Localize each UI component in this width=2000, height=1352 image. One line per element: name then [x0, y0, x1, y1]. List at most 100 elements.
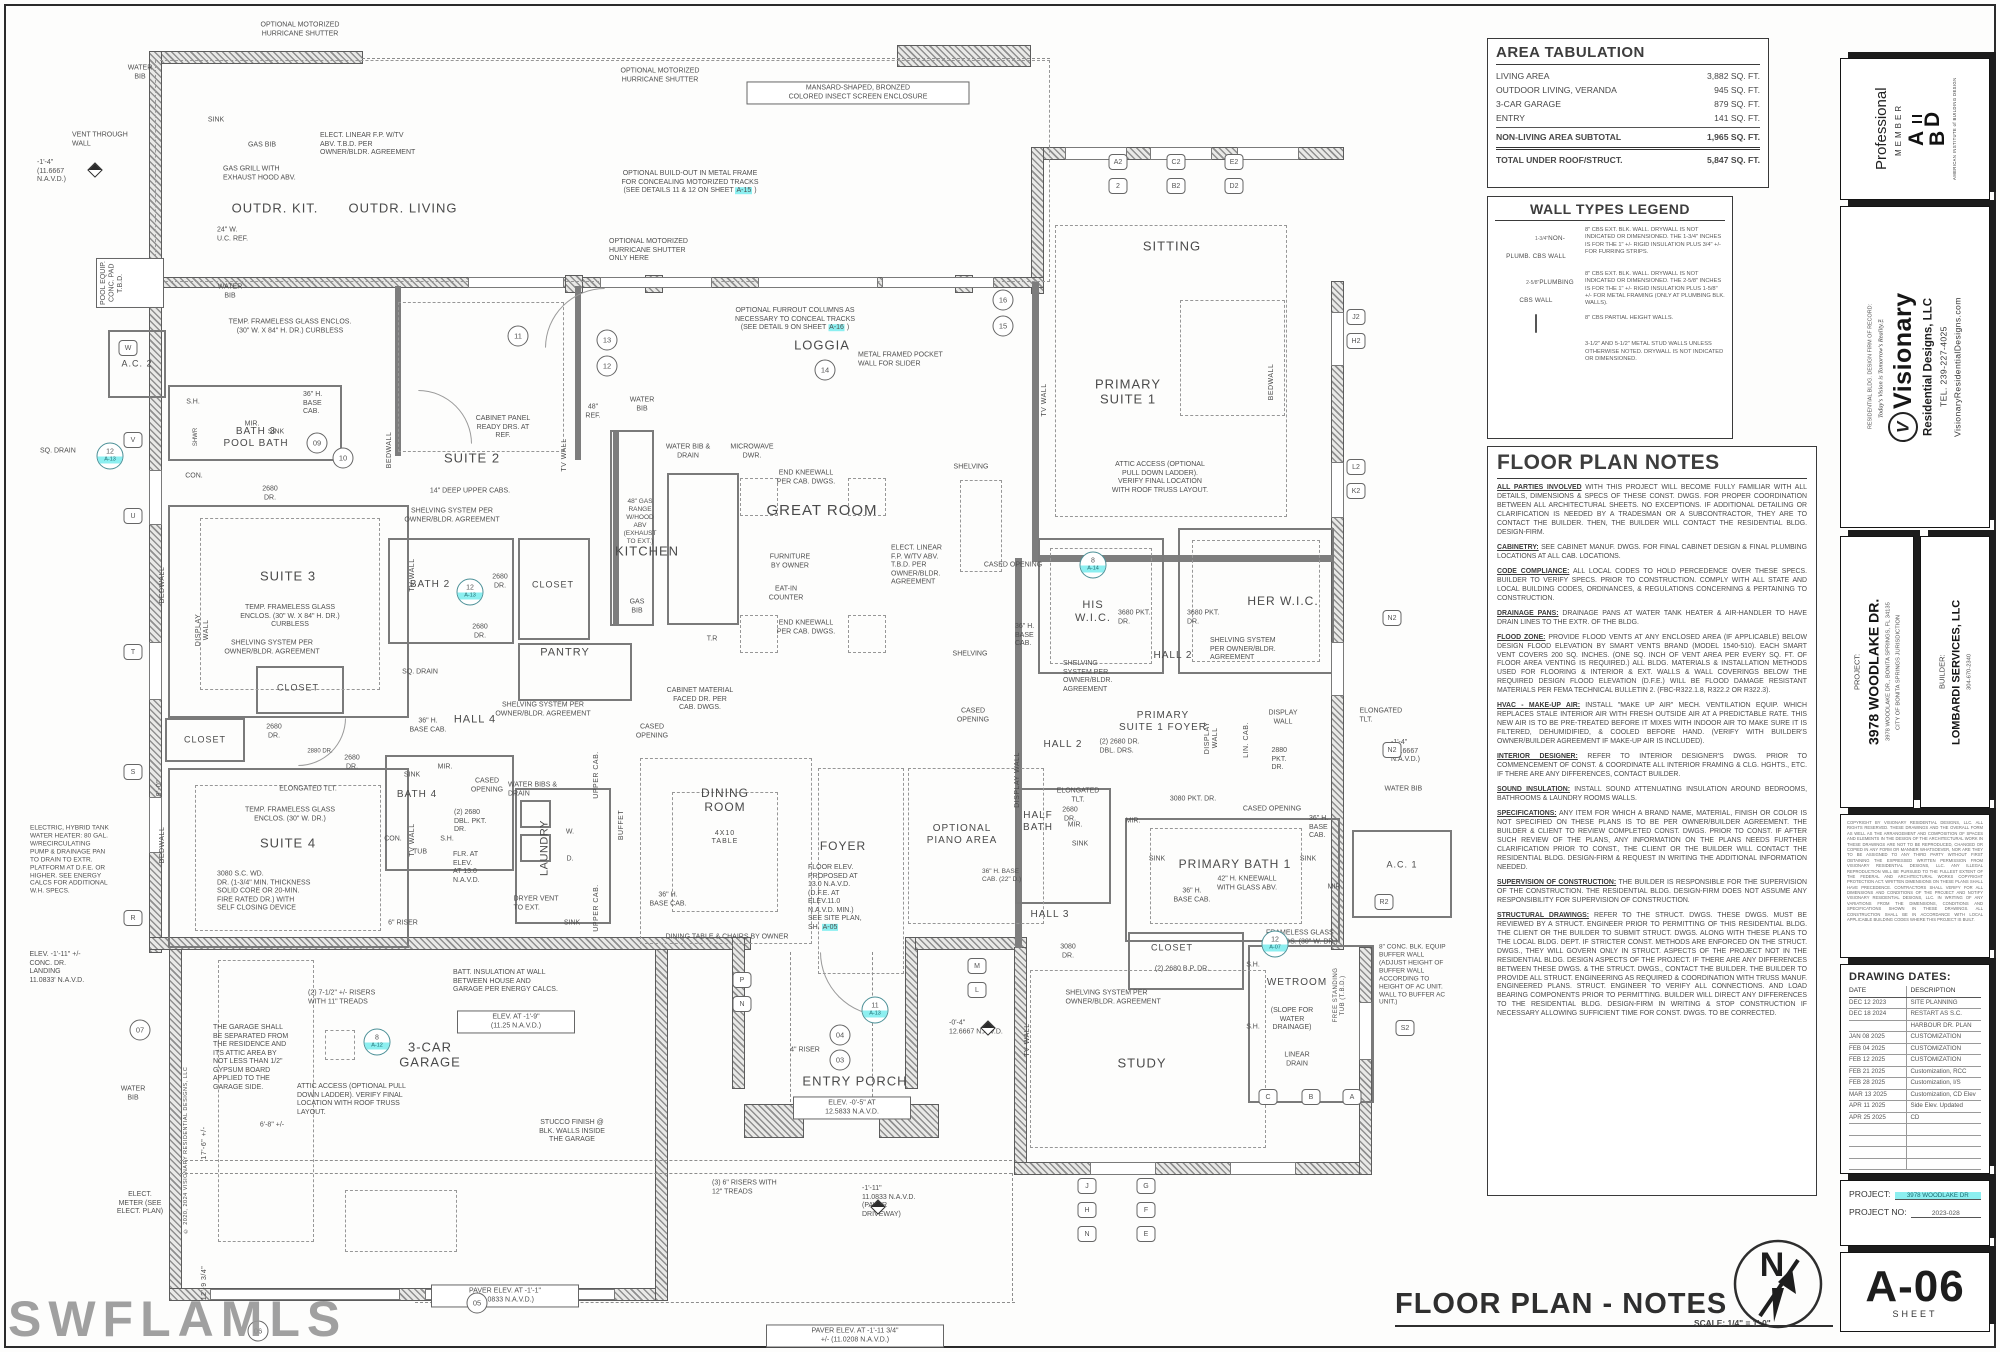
floor-plan-note: SPECIFICATIONS: ANY ITEM FOR WHICH A BRA… — [1497, 810, 1807, 871]
annotation: 6'-8" +/- — [259, 1121, 285, 1129]
room-label: DISPLAY WALL — [1203, 721, 1219, 755]
dashed-line — [180, 1173, 1012, 1174]
dashed-line — [415, 1302, 1015, 1303]
annotation: MIR. — [1327, 883, 1343, 891]
firm-of-record: RESIDENTIAL BLDG. DESIGN FIRM OF RECORD: — [1867, 304, 1874, 430]
exterior-wall — [149, 937, 751, 950]
annotation: SQ. DRAIN — [402, 668, 438, 676]
room-outline — [168, 505, 409, 718]
annotation: SINK — [207, 116, 225, 124]
drawing-dates-row — [1849, 1147, 1981, 1159]
window-tag: C — [1258, 1089, 1278, 1105]
exterior-wall — [915, 937, 1027, 950]
dashed-outline — [848, 615, 886, 653]
annotation: 4" RISER — [790, 1046, 820, 1054]
titleblock-project-no: PROJECT: 3978 WOODLAKE DR PROJECT NO: 20… — [1840, 1180, 1990, 1246]
room-outline — [388, 538, 514, 644]
window-tag: T — [123, 644, 143, 660]
room-label: HALL 4 — [453, 713, 497, 726]
exterior-wall — [169, 1288, 668, 1301]
room-label: SUITE 4 — [259, 835, 317, 851]
window-tag: D2 — [1224, 178, 1244, 194]
room-label: DINING ROOM — [701, 785, 749, 814]
window-tag: S — [123, 764, 143, 780]
room-label: CLOSET — [276, 682, 320, 693]
dashed-outline — [325, 1030, 355, 1060]
annotation: D. — [566, 855, 574, 863]
room-outline — [515, 788, 611, 924]
floor-plan-note: HVAC - MAKE-UP AIR: INSTALL "MAKE UP AIR… — [1497, 702, 1807, 746]
scale-note: SCALE: 1/4" = 1'-0" — [1694, 1318, 1771, 1328]
annotation: MIR. — [437, 763, 453, 771]
dashed-outline — [1050, 548, 1152, 664]
annotation: W. — [565, 828, 575, 836]
dashed-line — [1012, 1173, 1013, 1301]
room-label: FREE STANDING TUB (T.B.D.) — [1332, 967, 1346, 1023]
room-label: PANTRY — [540, 646, 590, 659]
dashed-line — [362, 58, 1050, 59]
drawing-dates-row: JAN 08 2025 CUSTOMIZATION — [1849, 1032, 1981, 1044]
exterior-wall — [897, 45, 1031, 67]
annotation: SINK — [1148, 855, 1166, 863]
window-tag: V — [123, 432, 143, 448]
exterior-wall — [655, 947, 668, 1301]
window — [1331, 312, 1344, 366]
builder-name: LOMBARDI SERVICES, LLC — [1950, 599, 1963, 745]
floor-plan-note: INTERIOR DESIGNER: REFER TO INTERIOR DES… — [1497, 753, 1807, 779]
window-tag: C2 — [1166, 154, 1186, 170]
room-label: LIN. CAB. — [1242, 722, 1250, 758]
window — [1331, 642, 1344, 696]
exterior-wall — [1359, 947, 1372, 1175]
annotation: CON. — [185, 472, 203, 480]
room-label: HALL 3 — [1030, 909, 1070, 921]
drawing-dates-row: FEB 12 2025 CUSTOMIZATION — [1849, 1055, 1981, 1067]
room-outline — [165, 718, 245, 762]
room-label: CLOSET — [1150, 942, 1194, 953]
exterior-wall — [1014, 947, 1027, 1175]
dashed-line — [872, 952, 873, 1102]
annotation: WATER BIBS &DRAIN — [508, 781, 558, 797]
wall-legend-entry: 8" CBS PARTIAL HEIGHT WALLS. — [1495, 314, 1725, 334]
room-label: A.C. 2 — [121, 358, 153, 369]
annotation: 36" H.BASE CAB. — [649, 891, 687, 907]
annotation: TEMP. FRAMELESS GLASS ENCLOS.(30" W. X 8… — [228, 318, 352, 334]
room-outline — [520, 834, 551, 862]
project-no-value: 2023-028 — [1910, 1210, 1981, 1218]
annotation: SINK — [267, 428, 285, 436]
project-no-label: PROJECT NO: — [1849, 1207, 1907, 1217]
room-label: BATH 2 — [409, 579, 451, 591]
floor-plan-notes-title: FLOOR PLAN NOTES — [1497, 451, 1807, 479]
annotation: DINING TABLE & CHAIRS BY OWNER — [665, 933, 789, 941]
room-label: HALL 2 — [1153, 650, 1193, 662]
window-tag: N — [1077, 1226, 1097, 1242]
room-label: PRIMARY SUITE 1 — [1095, 376, 1161, 407]
firm-tagline: Today's Vision is Tomorrow's Reality.™ — [1877, 315, 1885, 419]
room-label: BEDWALL — [1267, 363, 1275, 401]
annotation: ELONGATED TLT. — [279, 785, 337, 793]
annotation: ELEV. AT -1'-9"(11.25 N.A.V.D.) — [457, 1010, 575, 1034]
drawing-dates-row: DEC 18 2024 RESTART AS S.C. — [1849, 1009, 1981, 1021]
annotation: T.R — [706, 635, 718, 643]
